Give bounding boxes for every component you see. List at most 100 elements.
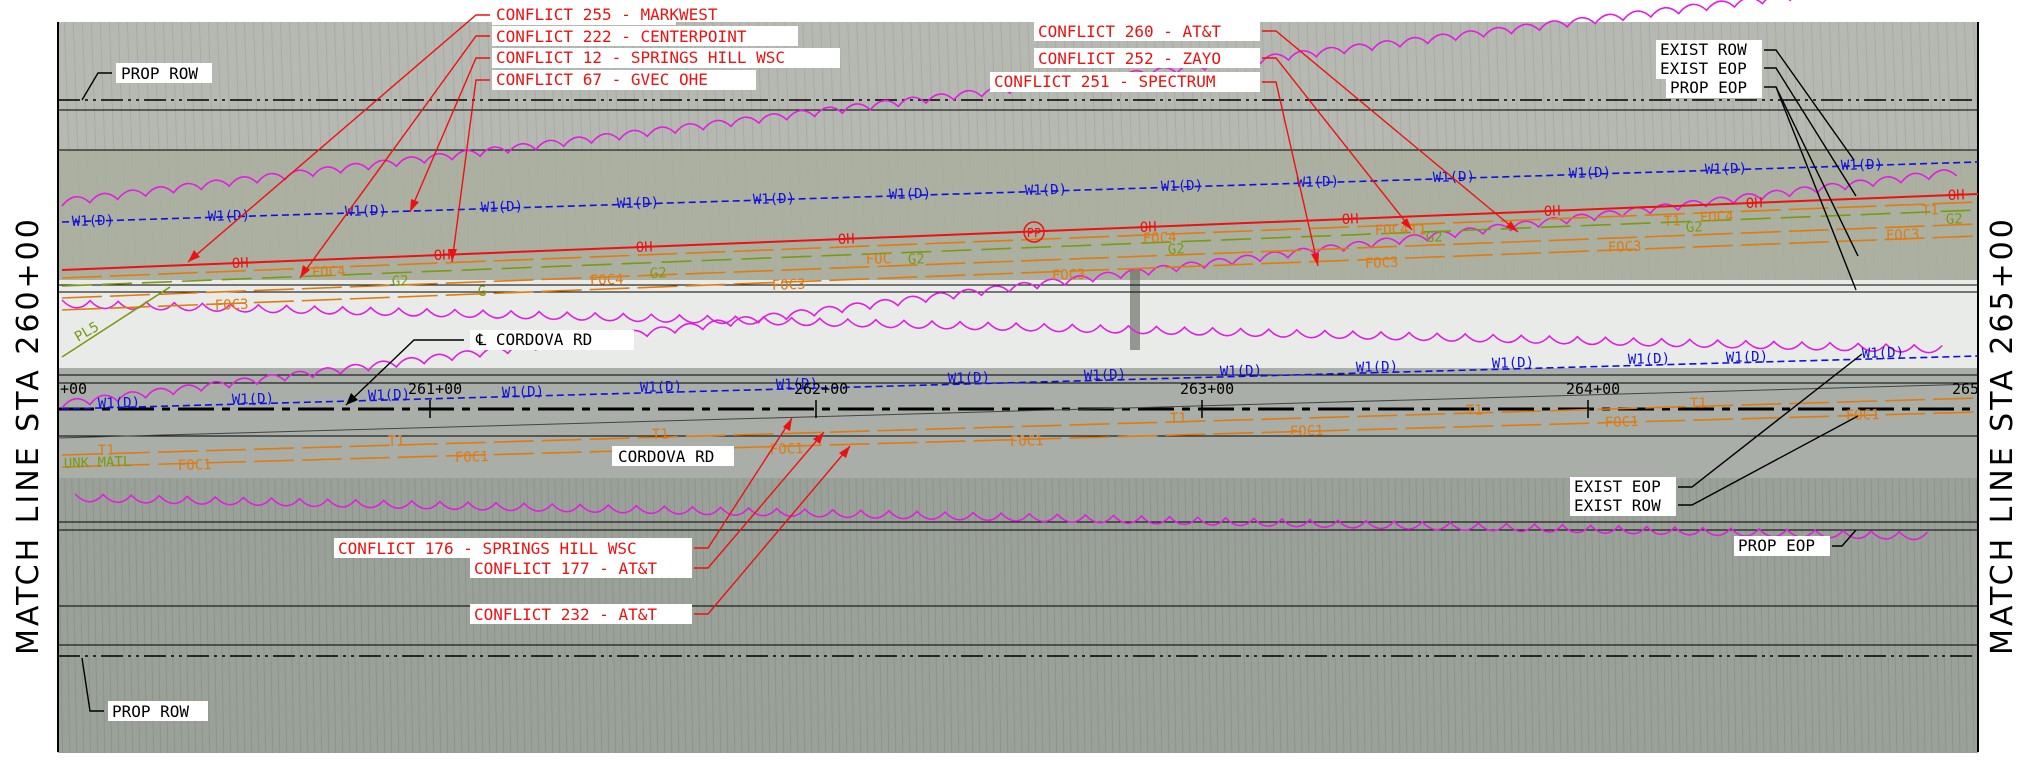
water-label: W1(D) bbox=[889, 186, 932, 203]
water-label: W1(D) bbox=[1705, 161, 1748, 178]
prop-eop-bottom-callout: PROP EOP bbox=[1734, 529, 1857, 556]
telecom-label: T1 bbox=[98, 443, 115, 459]
conflict-252-callout: CONFLICT 252 - ZAYO bbox=[1034, 48, 1413, 231]
overhead-label: OH bbox=[636, 239, 653, 256]
water-label: W1(D) bbox=[72, 213, 115, 230]
gas-label: G2 bbox=[392, 273, 409, 290]
fiber-label: FOC4 bbox=[590, 272, 624, 289]
conflict-232-callout: CONFLICT 232 - AT&T bbox=[470, 445, 851, 624]
station-label: 264+00 bbox=[1566, 380, 1620, 398]
fiber-label: FOC1 bbox=[178, 457, 212, 474]
fiber-label: FOC4 bbox=[1375, 222, 1409, 239]
overhead-label: OH bbox=[434, 247, 451, 264]
water-label: W1(D) bbox=[345, 203, 388, 220]
svg-text:CONFLICT 12 - SPRINGS HILL WSC: CONFLICT 12 - SPRINGS HILL WSC bbox=[496, 48, 785, 67]
telecom-label: T1 bbox=[652, 427, 669, 443]
water-label: W1(D) bbox=[1569, 165, 1612, 182]
telecom-label: T1 bbox=[1170, 411, 1187, 427]
svg-text:PROP EOP: PROP EOP bbox=[1670, 78, 1747, 97]
gas-label: G2 bbox=[908, 251, 925, 268]
fiber-label: FOC4 bbox=[312, 264, 346, 281]
water-label: W1(D) bbox=[1628, 351, 1671, 368]
pipeline-line bbox=[61, 286, 171, 358]
fiber-label: FOC1 bbox=[1605, 414, 1639, 431]
water-label: W1(D) bbox=[1862, 345, 1905, 362]
conflict-251-callout: CONFLICT 251 - SPECTRUM bbox=[990, 72, 1319, 267]
fiber-label: FOC3 bbox=[1365, 255, 1399, 272]
fiber-label: FOC3 bbox=[1608, 239, 1642, 256]
telecom-label: T1 bbox=[1410, 222, 1427, 239]
power-pole-icon: PP bbox=[1023, 221, 1045, 243]
fiber-label: FOC4 bbox=[1700, 209, 1734, 226]
station-label: +00 bbox=[60, 380, 87, 398]
water-line-top bbox=[61, 161, 1979, 223]
match-line-left-label: MATCH LINE STA 260+00 bbox=[11, 216, 46, 655]
svg-text:PROP EOP: PROP EOP bbox=[1738, 536, 1815, 555]
prop-eop-top-callout: PROP EOP bbox=[1666, 78, 1859, 291]
svg-text:PROP ROW: PROP ROW bbox=[112, 702, 189, 721]
exist-row-top-callout: EXIST ROW bbox=[1656, 40, 1855, 161]
svg-text:CONFLICT 252 - ZAYO: CONFLICT 252 - ZAYO bbox=[1038, 49, 1221, 68]
svg-text:CONFLICT 232 - AT&T: CONFLICT 232 - AT&T bbox=[474, 605, 657, 624]
fiber-label: FOC1 bbox=[1290, 423, 1324, 440]
svg-text:EXIST EOP: EXIST EOP bbox=[1574, 477, 1661, 496]
conflict-177-callout: CONFLICT 177 - AT&T bbox=[470, 431, 825, 578]
water-label: W1(D) bbox=[640, 379, 683, 396]
water-label: W1(D) bbox=[1161, 178, 1204, 195]
telecom-label: T1 bbox=[1466, 403, 1483, 419]
telecom-label: T1 bbox=[1922, 202, 1939, 219]
water-label: W1(D) bbox=[481, 199, 524, 216]
svg-text:EXIST EOP: EXIST EOP bbox=[1660, 59, 1747, 78]
match-line-right-label: MATCH LINE STA 265+00 bbox=[1985, 216, 2020, 655]
water-label: W1(D) bbox=[1492, 355, 1535, 372]
gas-label: G2 bbox=[1426, 229, 1443, 246]
water-label: W1(D) bbox=[1297, 174, 1340, 191]
power-pole-label: PP bbox=[1027, 226, 1041, 240]
svg-text:EXIST ROW: EXIST ROW bbox=[1574, 496, 1661, 515]
prop-row-bottom-callout: PROP ROW bbox=[81, 657, 208, 721]
overhead-label: OH bbox=[1544, 203, 1561, 220]
water-label: W1(D) bbox=[1220, 363, 1263, 380]
gas-label: G2 bbox=[650, 265, 667, 282]
conflict-12-callout: CONFLICT 12 - SPRINGS HILL WSC bbox=[409, 48, 840, 213]
svg-text:CORDOVA RD: CORDOVA RD bbox=[618, 447, 714, 466]
overhead-label: OH bbox=[1948, 187, 1965, 204]
fiber-label: FOC4 bbox=[1143, 230, 1177, 247]
fiber-label: FOC1 bbox=[1846, 407, 1880, 424]
overhead-label: OH bbox=[232, 255, 249, 272]
gas-label: G2 bbox=[1946, 211, 1963, 228]
water-label: W1(D) bbox=[232, 391, 275, 408]
fiber-label: FOC3 bbox=[772, 277, 806, 294]
station-label: 261+00 bbox=[408, 380, 462, 398]
water-label: W1(D) bbox=[368, 387, 411, 404]
water-label: W1(D) bbox=[753, 191, 796, 208]
water-label: W1(D) bbox=[617, 195, 660, 212]
road-alignment bbox=[57, 383, 1979, 439]
overhead-label: OH bbox=[1746, 195, 1763, 212]
gas-label: G bbox=[478, 284, 487, 300]
telecom-label: T1 bbox=[1664, 213, 1681, 230]
overhead-label: OH bbox=[838, 231, 855, 248]
telecom-label: T1 bbox=[388, 434, 405, 450]
fiber-lines-top bbox=[61, 201, 1979, 311]
svg-text:CONFLICT 251 - SPECTRUM: CONFLICT 251 - SPECTRUM bbox=[994, 72, 1216, 91]
water-label: W1(D) bbox=[1356, 359, 1399, 376]
station-label: 263+00 bbox=[1180, 380, 1234, 398]
fiber-lines-bottom bbox=[61, 397, 1979, 468]
water-label: W1(D) bbox=[948, 370, 991, 387]
svg-text:CONFLICT 222 - CENTERPOINT: CONFLICT 222 - CENTERPOINT bbox=[496, 27, 747, 46]
exist-eop-bottom-callout: EXIST EOP bbox=[1570, 353, 1863, 497]
gas-label: G2 bbox=[1168, 241, 1185, 258]
overhead-label: OH bbox=[1342, 211, 1359, 228]
overhead-label: OH bbox=[1140, 219, 1157, 236]
conflict-222-callout: CONFLICT 222 - CENTERPOINT bbox=[299, 26, 798, 279]
unknown-material-label: UNK MATL bbox=[64, 454, 132, 472]
svg-text:CONFLICT 177 - AT&T: CONFLICT 177 - AT&T bbox=[474, 559, 657, 578]
conflict-176-callout: CONFLICT 176 - SPRINGS HILL WSC bbox=[334, 417, 793, 558]
fiber-label: FOC1 bbox=[770, 441, 804, 458]
water-label: W1(D) bbox=[98, 395, 141, 412]
conflict-255-callout: CONFLICT 255 - MARKWEST bbox=[187, 5, 718, 263]
row-lines bbox=[58, 99, 1978, 657]
svg-text:CONFLICT 67 - GVEC OHE: CONFLICT 67 - GVEC OHE bbox=[496, 70, 708, 89]
